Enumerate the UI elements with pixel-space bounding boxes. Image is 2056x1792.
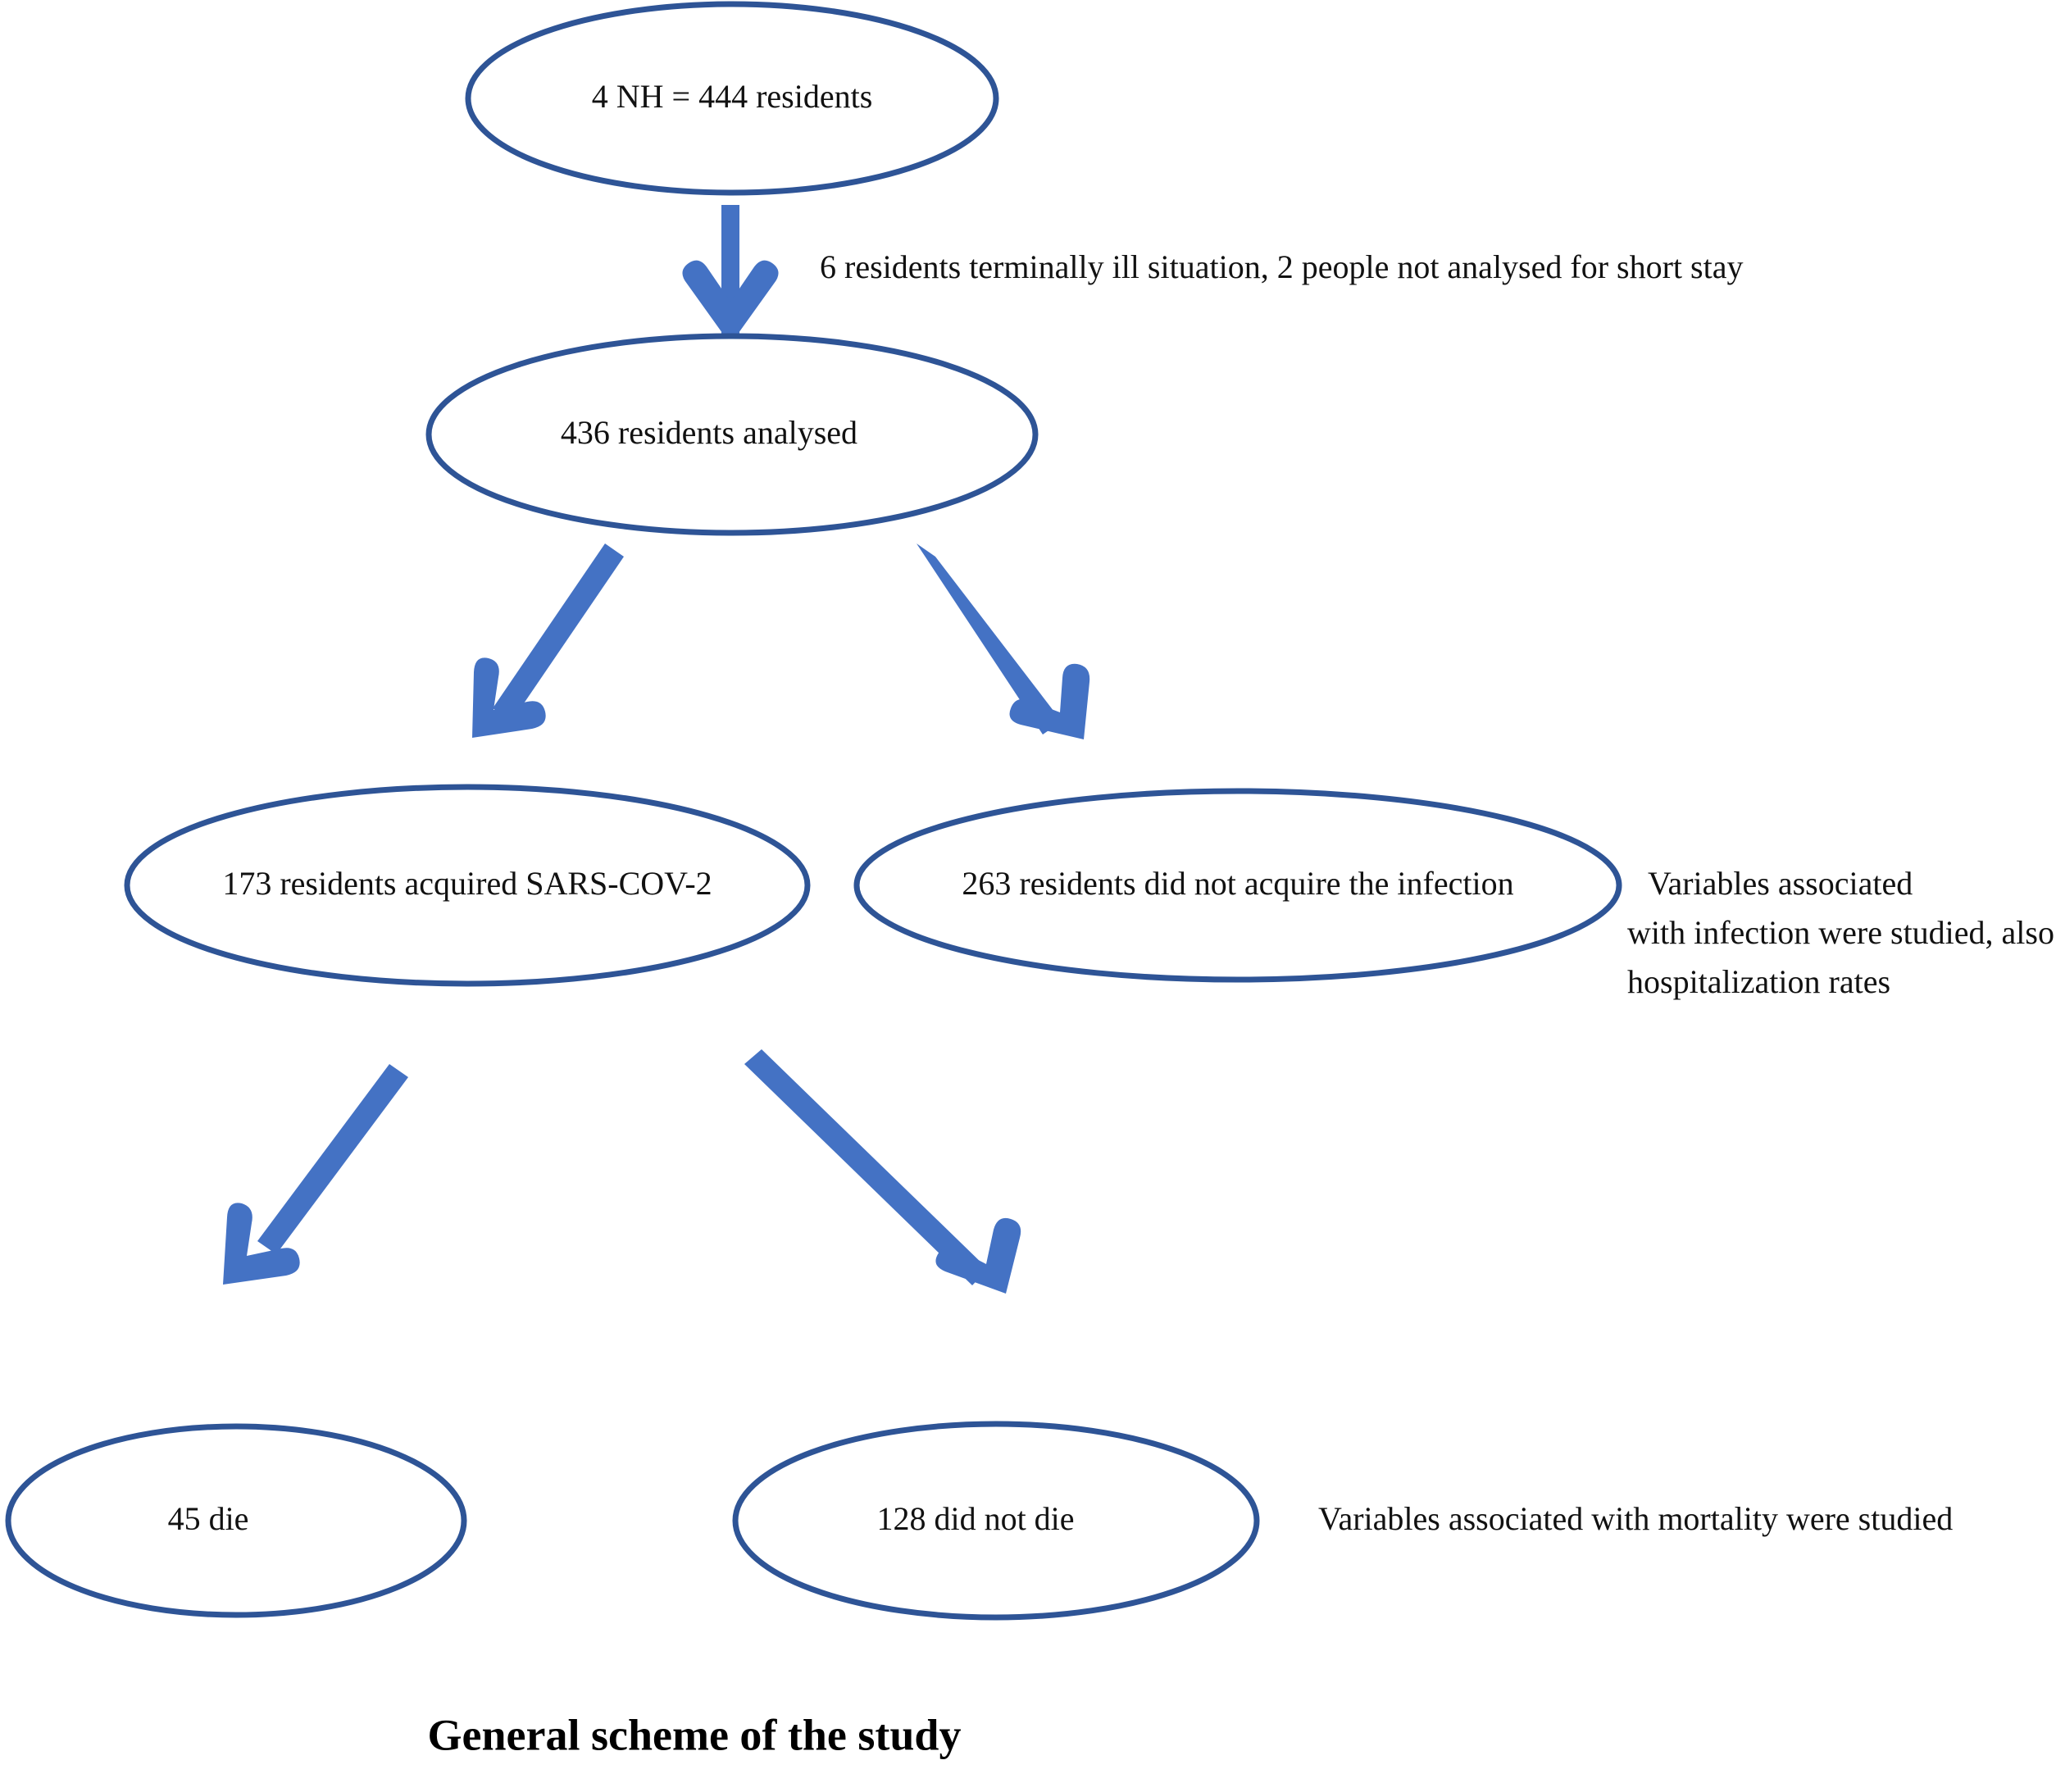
arrow-infected-to-died xyxy=(223,1064,408,1285)
node-cohort-ellipse xyxy=(465,1,999,196)
arrow-analysed-to-not-infected xyxy=(917,544,1090,739)
node-analysed-label: 436 residents analysed xyxy=(561,414,857,451)
arrow-cohort-to-analysed xyxy=(682,205,779,344)
arrow-analysed-to-infected-shaft xyxy=(493,544,624,721)
arrow-infected-to-survived xyxy=(744,1049,1021,1294)
node-infected-label: 173 residents acquired SARS-COV-2 xyxy=(222,865,712,902)
annotation-mortality-study: Variables associated with mortality were… xyxy=(1318,1500,1953,1537)
node-infected: 173 residents acquired SARS-COV-2 xyxy=(124,784,811,987)
node-not-infected: 263 residents did not acquire the infect… xyxy=(853,788,1622,983)
node-died-ellipse xyxy=(5,1423,467,1618)
node-cohort: 4 NH = 444 residents xyxy=(465,1,999,196)
annotation-infection-study: Variables associated with infection were… xyxy=(1627,865,2054,1000)
arrow-cohort-to-analysed-head xyxy=(682,260,779,344)
node-analysed-ellipse xyxy=(425,333,1039,536)
node-not-infected-ellipse xyxy=(853,788,1622,983)
annotation-infection-study-line-2: with infection were studied, also xyxy=(1627,914,2054,951)
arrow-infected-to-died-head xyxy=(223,1203,300,1285)
arrow-analysed-to-infected xyxy=(472,544,624,738)
arrow-analysed-to-infected-head xyxy=(472,657,546,738)
diagram-caption: General scheme of the study xyxy=(428,1710,962,1759)
arrow-analysed-to-not-infected-shaft xyxy=(917,544,1062,735)
node-cohort-label: 4 NH = 444 residents xyxy=(592,78,873,115)
annotation-infection-study-line-3: hospitalization rates xyxy=(1627,963,1890,1000)
node-survived-label: 128 did not die xyxy=(876,1500,1074,1537)
node-analysed: 436 residents analysed xyxy=(425,333,1039,536)
annotation-infection-study-line-1: Variables associated xyxy=(1648,865,1913,902)
node-infected-ellipse xyxy=(124,784,811,987)
node-not-infected-label: 263 residents did not acquire the infect… xyxy=(962,865,1513,902)
node-died: 45 die xyxy=(5,1423,467,1618)
arrow-infected-to-died-shaft xyxy=(257,1064,408,1254)
node-survived: 128 did not die xyxy=(732,1421,1260,1621)
node-survived-ellipse xyxy=(732,1421,1260,1621)
arrow-infected-to-survived-head xyxy=(935,1217,1021,1294)
annotation-exclusion: 6 residents terminally ill situation, 2 … xyxy=(820,248,1743,285)
arrow-analysed-to-not-infected-head xyxy=(1009,663,1090,739)
arrow-infected-to-survived-shaft xyxy=(744,1049,988,1285)
node-died-label: 45 die xyxy=(168,1500,249,1537)
